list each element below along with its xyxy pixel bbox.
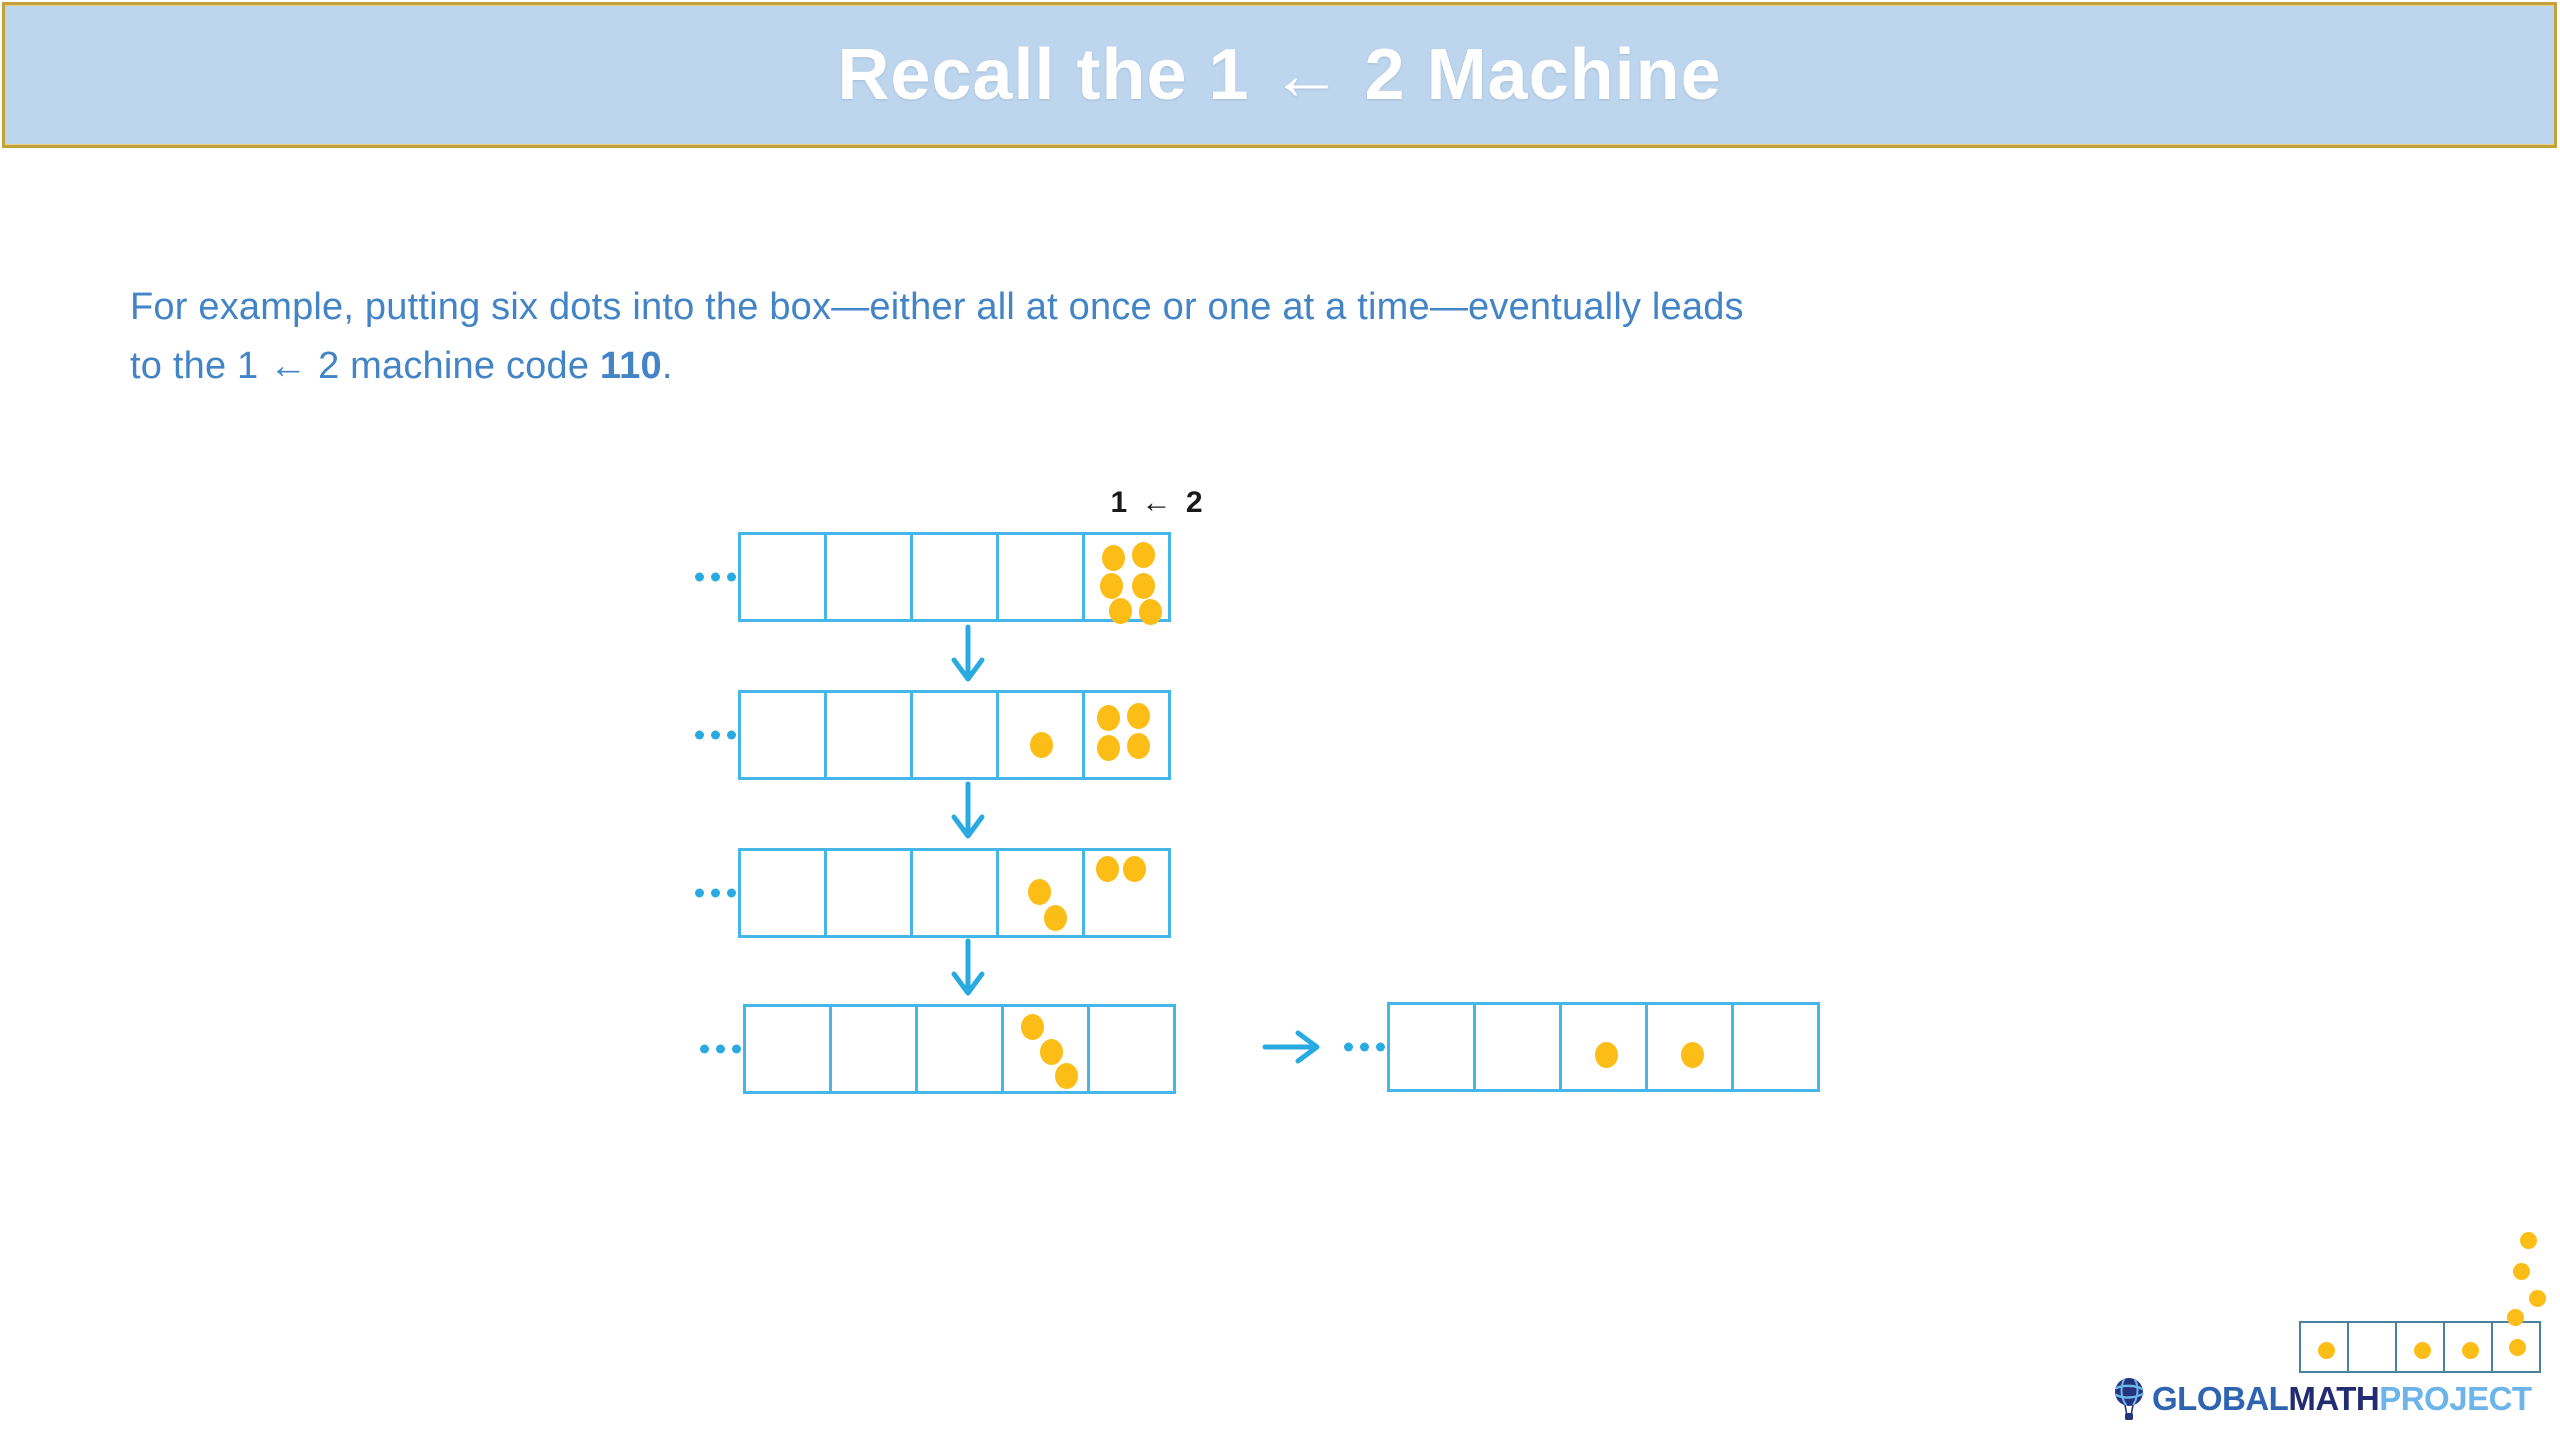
dot [2317,1341,2335,1359]
machine-box-step1-3 [910,532,999,622]
dot [2519,1231,2537,1249]
machine-rule-label: 1 ← 2 [1110,486,1206,519]
down-arrow-icon [951,938,985,996]
ellipsis-dots [1344,1042,1385,1052]
dot [1132,573,1156,600]
machine-box-step1-1 [738,532,827,622]
dot [2512,1262,2530,1280]
machine-box-result-1 [1387,1002,1476,1092]
logo-mini-box-4 [2443,1321,2493,1373]
dot [1054,1063,1078,1090]
dot [2528,1289,2546,1307]
globe-balloon-icon [2114,1378,2144,1420]
machine-box-step1-5 [1082,532,1171,626]
dot [1126,702,1150,729]
machine-box-step3-1 [738,848,827,938]
machine-box-step4-2 [829,1004,918,1094]
dot [1681,1042,1704,1069]
body-paragraph: For example, putting six dots into the b… [130,278,2090,396]
machine-box-step3-2 [824,848,913,938]
dot [1020,1013,1044,1040]
dot [2506,1308,2524,1326]
machine-box-step3-4 [996,848,1085,938]
machine-box-step2-3 [910,690,999,780]
slide-title-bar: Recall the 1 ← 2 Machine [2,2,2557,148]
dot [1101,545,1125,572]
ellipsis-dots [695,730,736,740]
machine-box-step3-5 [1082,848,1171,938]
machine-box-step2-5 [1082,690,1171,780]
dot [1139,599,1163,626]
dot [1595,1042,1618,1069]
dot [1123,856,1147,882]
right-arrow-icon [1262,1030,1320,1064]
dot [1126,733,1150,760]
machine-box-step4-3 [915,1004,1004,1094]
dot [1043,904,1067,931]
down-arrow-icon [951,624,985,682]
machine-box-result-3 [1559,1002,1648,1092]
machine-box-step1-2 [824,532,913,622]
machine-row-step3 [695,848,1171,938]
machine-code-value: 110 [599,345,662,387]
down-arrow-icon [951,781,985,839]
machine-box-step4-4 [1001,1004,1090,1094]
dot [2413,1341,2431,1359]
dot [1096,734,1120,761]
dot [1030,732,1054,759]
dot [2508,1339,2526,1357]
dot [1100,573,1124,600]
ellipsis-dots [695,572,736,582]
machine-box-result-2 [1473,1002,1562,1092]
machine-row-result [1344,1002,1820,1092]
paragraph-line2-prefix: to the 1 ← 2 machine code [130,345,600,387]
machine-box-step2-4 [996,690,1085,780]
dot [1095,856,1119,882]
logo-mini-box-3 [2395,1321,2445,1373]
machine-box-step2-1 [738,690,827,780]
machine-row-step4 [700,1004,1176,1094]
paragraph-line2-suffix: . [661,345,673,387]
slide-title: Recall the 1 ← 2 Machine [837,35,1722,115]
machine-row-step2 [695,690,1171,780]
logo-mini-box-row [2299,1321,2541,1373]
paragraph-line1: For example, putting six dots into the b… [130,286,1744,328]
logo-mini-box-5 [2491,1321,2541,1373]
dot [1109,597,1133,624]
machine-box-step4-5 [1087,1004,1176,1094]
logo-word-global: GLOBAL [2152,1380,2289,1417]
machine-box-step1-4 [996,532,1085,622]
dot [1039,1039,1063,1065]
logo-mini-box-2 [2347,1321,2397,1373]
machine-box-result-4 [1645,1002,1734,1092]
logo-word-project: PROJECT [2379,1380,2532,1417]
dot [1132,541,1156,568]
machine-box-step4-1 [743,1004,832,1094]
logo-mini-box-1 [2299,1321,2349,1373]
ellipsis-dots [695,888,736,898]
logo-word-math: MATH [2288,1380,2380,1417]
dot [1096,705,1120,732]
dot [1027,879,1051,906]
machine-box-result-5 [1731,1002,1820,1092]
dot [2461,1341,2479,1359]
machine-box-step2-2 [824,690,913,780]
machine-row-step1 [695,532,1171,626]
ellipsis-dots [700,1044,741,1054]
machine-box-step3-3 [910,848,999,938]
